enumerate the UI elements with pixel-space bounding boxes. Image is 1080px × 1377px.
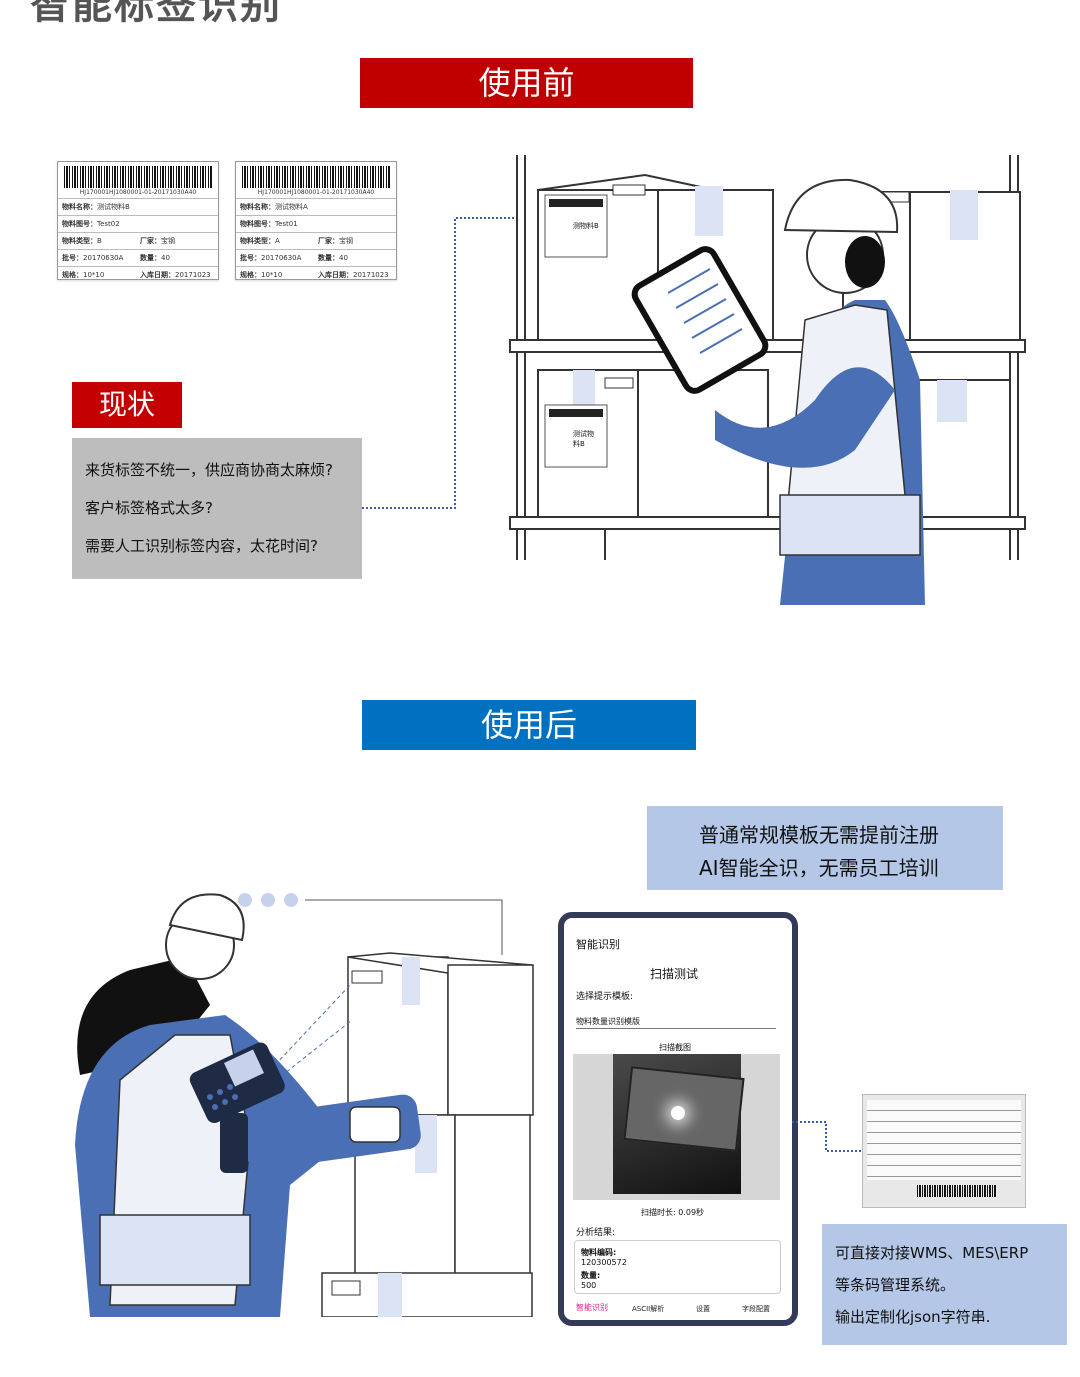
page-title: 智能标签识别 [30,0,282,28]
scanned-label-photo [862,1094,1026,1208]
integration-line: 输出定制化json字符串. [835,1308,991,1326]
tab-settings[interactable]: 设置 [696,1305,710,1313]
scan-preview [573,1054,780,1200]
status-item: 需要人工识别标签内容，太花时间? [85,537,318,555]
dotted-connector [792,1121,866,1152]
template-select[interactable]: 物料数量识别模版 [576,1017,640,1026]
phone-header: 智能识别 [576,938,620,951]
template-label: 选择提示模板: [576,992,634,1002]
tab-field-config[interactable]: 字段配置 [742,1305,770,1313]
feature-line: AI智能全识，无需员工培训 [699,856,939,880]
integration-line: 等条码管理系统。 [835,1276,956,1294]
svg-text:料B: 料B [573,439,585,448]
scan-time: 扫描时长: 0.09秒 [641,1208,705,1217]
label-code: HJ170001HJ1080001-01-20171030A40 [257,189,375,196]
scanner-illustration [75,893,534,1317]
barcode-icon [64,166,212,188]
feature-line: 普通常规模板无需提前注册 [699,823,939,847]
result-label: 分析结果: [576,1228,616,1238]
phone-mockup: 智能识别 扫描测试 选择提示模板: 物料数量识别模版 扫描截图 扫描时长: 0.… [558,912,798,1326]
tab-ascii-parse[interactable]: ASCII解析 [632,1305,665,1313]
after-banner: 使用后 [362,700,696,750]
warehouse-illustration: 测物料B 测试物 料B [509,155,1026,605]
barcode-icon [242,166,390,188]
status-item: 来货标签不统一，供应商协商太麻烦? [85,461,333,479]
box-label-lower: 测试物 [573,429,594,438]
material-label-card: HJ170001HJ1080001-01-20171030A40 物料名称：测试… [235,161,397,280]
status-item: 客户标签格式太多? [85,499,213,517]
feature-box: 普通常规模板无需提前注册 AI智能全识，无需员工培训 [647,806,1003,890]
label-code: HJ170001HJ1080001-01-20171030A40 [79,189,197,196]
result-box: 物料编码: 120300572 数量: 500 [574,1240,781,1294]
integration-box: 可直接对接WMS、MES\ERP 等条码管理系统。 输出定制化json字符串. [822,1224,1067,1345]
tab-smart-recognition[interactable]: 智能识别 [576,1303,608,1312]
barcode-icon [917,1185,997,1197]
dotted-connector [362,217,515,509]
phone-title: 扫描测试 [650,967,699,981]
integration-line: 可直接对接WMS、MES\ERP [835,1244,1029,1262]
material-label-card: HJ170001HJ1080001-01-20171030A40 物料名称：测试… [57,161,219,280]
status-box: 来货标签不统一，供应商协商太麻烦? 客户标签格式太多? 需要人工识别标签内容，太… [72,438,362,579]
status-tag: 现状 [72,382,182,428]
screenshot-label: 扫描截图 [659,1043,691,1052]
box-label-upper: 测物料B [573,221,599,230]
before-banner: 使用前 [360,58,693,108]
